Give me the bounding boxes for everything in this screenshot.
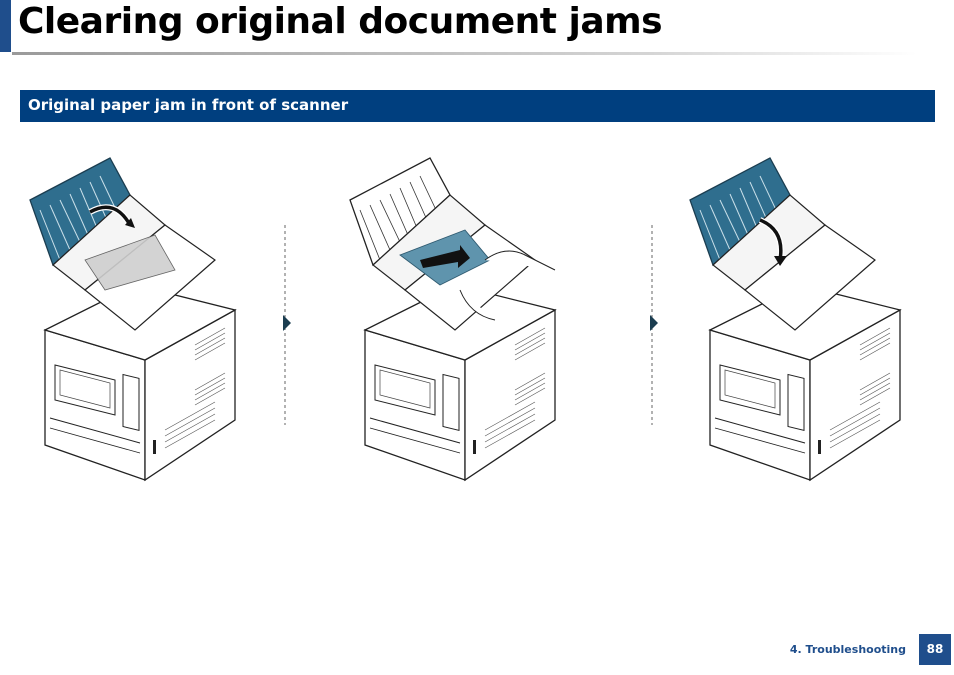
illustration-step-1 [29, 157, 236, 481]
illustration-step-3 [689, 157, 901, 481]
title-accent-bar [0, 0, 11, 52]
separator-1 [283, 225, 291, 425]
title-divider [12, 52, 917, 55]
illustration-step-2 [349, 157, 556, 481]
section-title: Original paper jam in front of scanner [28, 96, 349, 114]
page-number-badge: 88 [919, 634, 951, 665]
illustration-strip [0, 140, 954, 485]
footer-chapter-label: 4. Troubleshooting [789, 643, 906, 656]
section-header: Original paper jam in front of scanner [20, 90, 935, 122]
separator-2 [650, 225, 658, 425]
page-title: Clearing original document jams [18, 1, 663, 42]
